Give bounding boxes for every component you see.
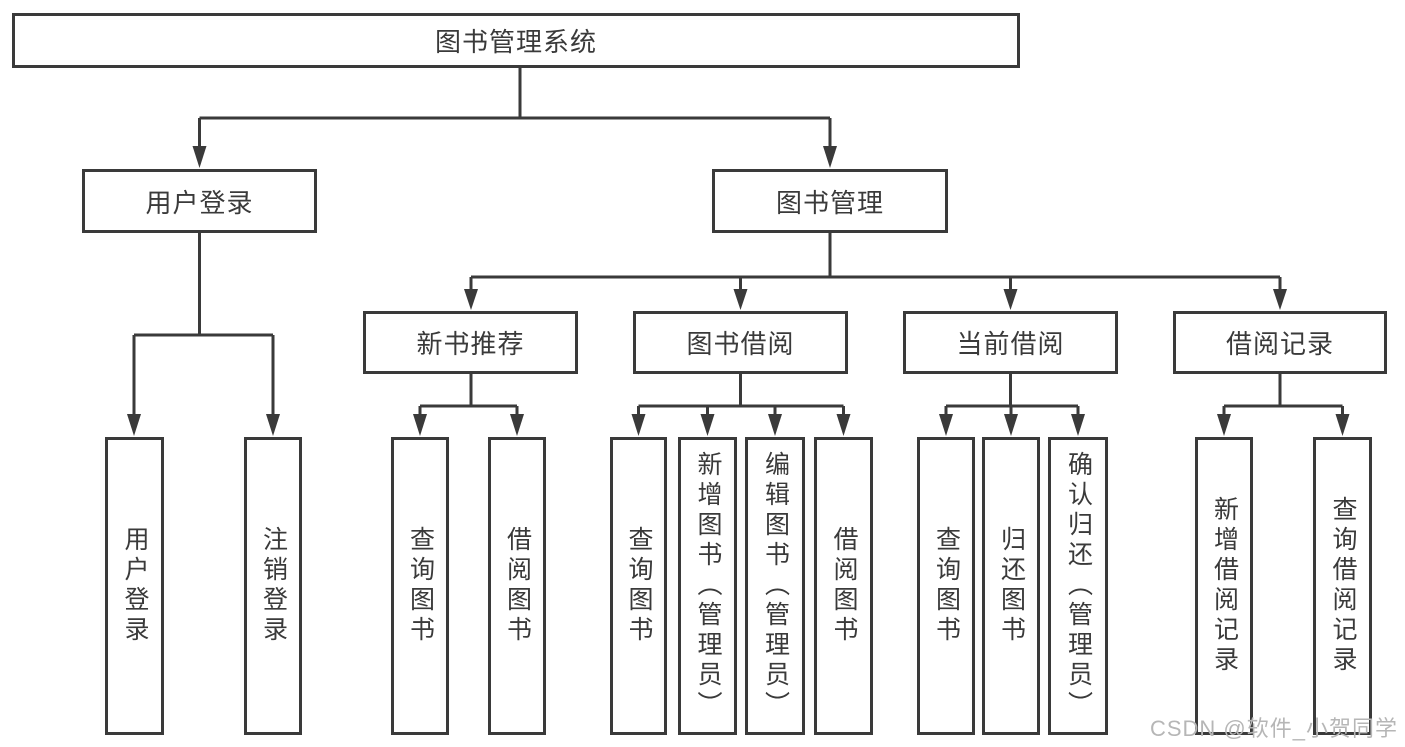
node-label: 图书借阅 <box>686 329 795 359</box>
leaf-query-books-recommend: 查询图书 <box>391 437 449 735</box>
node-label: 用户登录 <box>145 187 254 218</box>
csdn-watermark: CSDN @软件_小贺同学 <box>1149 716 1398 741</box>
node-book-management: 图书管理 <box>712 169 948 233</box>
node-label: 当前借阅 <box>956 329 1065 359</box>
leaf-label: 借阅图书 <box>830 526 858 646</box>
node-new-book-recommend: 新书推荐 <box>363 311 578 374</box>
leaf-label: 查询图书 <box>625 526 653 646</box>
leaf-borrow-books-recommend: 借阅图书 <box>488 437 546 735</box>
leaf-label: 归还图书 <box>997 526 1026 646</box>
leaf-add-book-admin: 新增图书（管理员） <box>678 437 737 735</box>
node-book-borrow: 图书借阅 <box>633 311 848 374</box>
node-library-management-system: 图书管理系统 <box>12 13 1020 68</box>
leaf-query-books-current: 查询图书 <box>917 437 975 735</box>
leaf-label: 新增借阅记录 <box>1210 496 1239 676</box>
leaf-label: 注销登录 <box>259 526 288 646</box>
node-current-borrow: 当前借阅 <box>903 311 1118 374</box>
node-label: 新书推荐 <box>416 329 525 359</box>
leaf-label: 用户登录 <box>121 526 149 646</box>
node-label: 借阅记录 <box>1225 329 1334 359</box>
leaf-label: 查询图书 <box>406 526 435 646</box>
leaf-edit-book-admin: 编辑图书（管理员） <box>745 437 805 735</box>
leaf-confirm-return-admin: 确认归还（管理员） <box>1048 437 1108 735</box>
leaf-label: 编辑图书（管理员） <box>761 451 790 721</box>
leaf-add-borrow-record: 新增借阅记录 <box>1195 437 1253 735</box>
leaf-label: 新增图书（管理员） <box>694 451 722 721</box>
leaf-label: 查询借阅记录 <box>1329 496 1357 676</box>
leaf-label: 确认归还（管理员） <box>1064 451 1093 721</box>
leaf-label: 借阅图书 <box>503 526 532 646</box>
node-label: 图书管理系统 <box>434 27 597 57</box>
node-user-login: 用户登录 <box>82 169 317 233</box>
leaf-query-borrow-record: 查询借阅记录 <box>1313 437 1372 735</box>
leaf-user-login: 用户登录 <box>105 437 164 735</box>
node-borrow-records: 借阅记录 <box>1173 311 1387 374</box>
leaf-query-books-borrow: 查询图书 <box>610 437 667 735</box>
leaf-logout: 注销登录 <box>244 437 302 735</box>
leaf-borrow-books-borrow: 借阅图书 <box>814 437 873 735</box>
leaf-return-books: 归还图书 <box>982 437 1040 735</box>
node-label: 图书管理 <box>775 187 884 218</box>
leaf-label: 查询图书 <box>932 526 961 646</box>
